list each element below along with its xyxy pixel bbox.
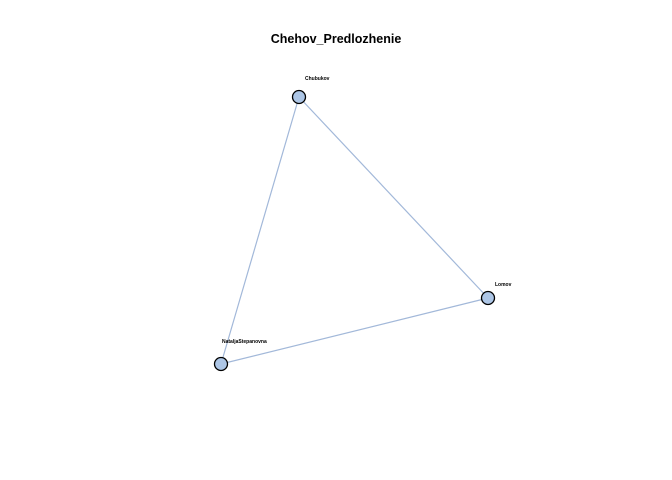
node-natalja bbox=[213, 356, 229, 372]
node-label-lomov: Lomov bbox=[495, 282, 512, 288]
node-lomov bbox=[480, 290, 496, 306]
edge-natalja-lomov bbox=[220, 297, 489, 365]
node-label-chubukov: Chubukov bbox=[305, 76, 330, 82]
node-label-natalja: NataljaStepanovna bbox=[222, 339, 267, 345]
edge-chubukov-lomov bbox=[298, 96, 489, 299]
edge-chubukov-natalja bbox=[220, 96, 300, 365]
plot-title: Chehov_Predlozhenie bbox=[270, 32, 402, 46]
node-chubukov bbox=[291, 89, 307, 105]
